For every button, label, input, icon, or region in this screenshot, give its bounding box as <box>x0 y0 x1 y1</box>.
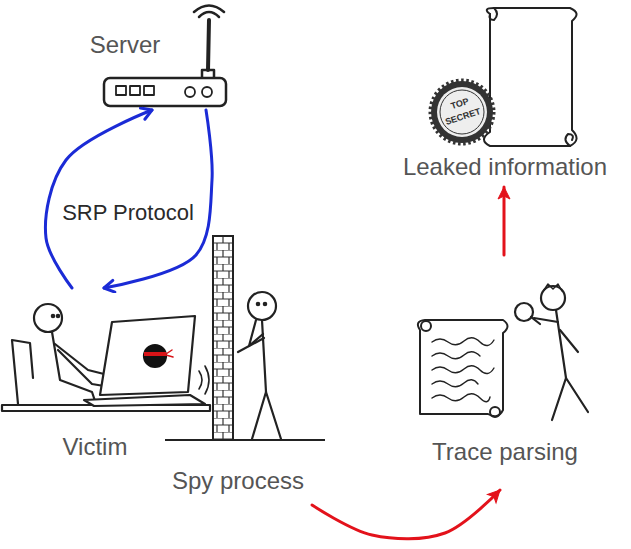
connector-line <box>104 110 212 288</box>
node-label: Victim <box>63 432 128 461</box>
analyst-figure <box>515 284 588 420</box>
trace-scroll-part <box>432 380 478 387</box>
edge-label: SRP Protocol <box>58 200 198 226</box>
node-label: Trace parsing <box>432 437 578 466</box>
router-icon-part <box>199 12 219 17</box>
connector-line <box>503 187 506 255</box>
connector <box>504 187 505 255</box>
trace-scroll-part <box>421 321 431 331</box>
analyst-figure-part <box>531 317 540 324</box>
secret-stamp-part <box>431 81 493 143</box>
brick-wall-part <box>165 439 325 441</box>
figure-node: Victim <box>4 288 170 465</box>
victim-figure-part <box>144 345 166 367</box>
node-label: Spy process <box>172 466 304 495</box>
brick-wall-part <box>213 236 233 440</box>
router-icon-part <box>185 87 195 97</box>
trace-scroll-part <box>418 320 508 416</box>
trace-scroll-part <box>432 394 490 402</box>
brick-wall <box>165 236 325 440</box>
victim-figure-part <box>84 395 205 406</box>
router-icon-part <box>194 6 224 13</box>
spy-figure-part <box>238 338 264 352</box>
figure-node: Leaked information <box>375 2 628 187</box>
figure-node: Server <box>78 2 232 110</box>
victim-figure-part <box>34 304 62 332</box>
victim-figure-part <box>52 315 54 317</box>
router-icon-part <box>130 86 140 95</box>
victim-figure-part <box>144 352 166 356</box>
analyst-figure-part <box>552 378 588 420</box>
analyst-figure-part <box>556 310 566 378</box>
spy-figure-part <box>257 303 259 305</box>
node-label: Leaked information <box>403 152 607 181</box>
secret-scroll-part <box>565 134 572 146</box>
router-icon-part <box>144 86 154 95</box>
secret-stamp-part <box>440 90 484 134</box>
router-icon-part <box>202 87 212 97</box>
victim-figure-part <box>100 316 195 395</box>
analyst-figure-part <box>544 284 562 291</box>
secret-scroll-part <box>484 8 577 146</box>
spy-figure-part <box>252 392 281 439</box>
spy-figure-part <box>264 303 266 305</box>
connector-line <box>312 490 500 539</box>
trace-scroll-part <box>432 352 480 359</box>
trace-scroll-part <box>490 407 500 417</box>
spy-figure-part <box>262 320 266 392</box>
spy-figure <box>238 292 281 439</box>
victim-figure <box>2 304 210 411</box>
secret-scroll <box>484 8 577 146</box>
victim-figure-part <box>57 315 59 317</box>
secret-stamp <box>431 81 493 143</box>
trace-scroll-part <box>432 366 494 374</box>
victim-figure-part <box>166 350 173 357</box>
secret-scroll-part <box>490 8 498 20</box>
connector-line <box>45 110 152 288</box>
victim-figure-part <box>199 371 202 389</box>
node-label: Server <box>90 30 161 59</box>
victim-figure-part <box>12 340 33 404</box>
connector <box>312 490 500 539</box>
figure-node: Spy process <box>168 230 320 505</box>
spy-figure-part <box>248 292 276 320</box>
figure-node: Trace parsing <box>408 255 600 490</box>
secret-stamp-part <box>437 87 487 137</box>
victim-figure-part <box>52 332 96 404</box>
victim-figure-part <box>205 366 209 394</box>
analyst-figure-part <box>560 330 578 352</box>
trace-scroll-part <box>432 338 494 346</box>
router-icon-part <box>104 78 226 106</box>
analyst-figure-part <box>515 303 533 321</box>
router-icon-part <box>116 86 126 95</box>
connector <box>45 110 212 288</box>
trace-scroll <box>418 320 508 417</box>
router-icon-part <box>208 20 209 70</box>
